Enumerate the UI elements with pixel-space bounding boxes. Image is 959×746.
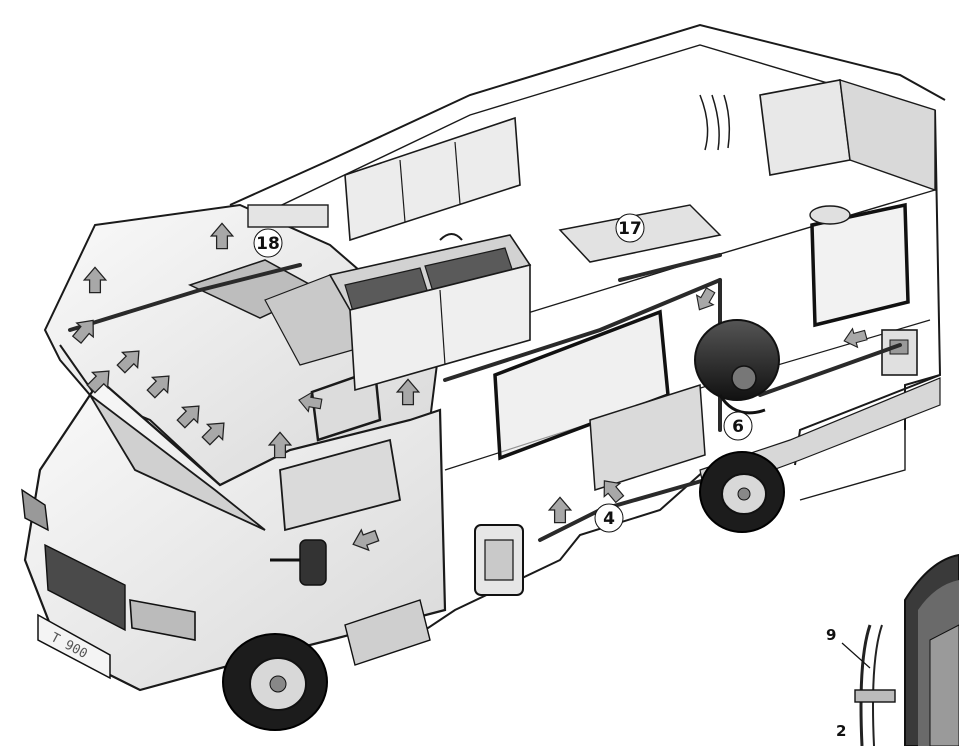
side-indicator xyxy=(21,488,49,532)
inset-detail xyxy=(854,553,959,746)
callout-17: 17 xyxy=(615,213,645,243)
callout-18: 18 xyxy=(253,228,283,258)
airflow-arrow-icon xyxy=(548,496,572,524)
washbasin xyxy=(809,205,851,225)
headlight xyxy=(129,599,196,641)
airflow-arrow-icon xyxy=(841,325,869,351)
windscreen xyxy=(89,394,266,531)
vehicle-cab xyxy=(21,378,447,692)
callout-9-label: 9 xyxy=(826,626,836,644)
callout-4: 4 xyxy=(594,503,624,533)
rear-wheel xyxy=(699,451,785,533)
kitchen-unit xyxy=(328,233,532,392)
curtain xyxy=(699,94,731,151)
callout-4-label: 4 xyxy=(603,509,615,529)
cab-side-window xyxy=(279,438,402,532)
rear-window xyxy=(810,202,910,328)
callout-17-label: 17 xyxy=(618,219,642,239)
heater-unit xyxy=(694,319,780,415)
callout-2-label: 2 xyxy=(836,722,846,740)
front-wheel xyxy=(222,633,328,731)
water-heater-unit xyxy=(474,524,524,596)
grille xyxy=(44,543,126,632)
upper-cabinets xyxy=(344,79,936,242)
callout-6: 6 xyxy=(723,411,753,441)
wing-mirror xyxy=(299,539,327,586)
callout-6-label: 6 xyxy=(732,417,744,437)
number-plate xyxy=(37,613,111,680)
seat-box xyxy=(589,383,706,492)
callout-18-label: 18 xyxy=(256,234,280,254)
